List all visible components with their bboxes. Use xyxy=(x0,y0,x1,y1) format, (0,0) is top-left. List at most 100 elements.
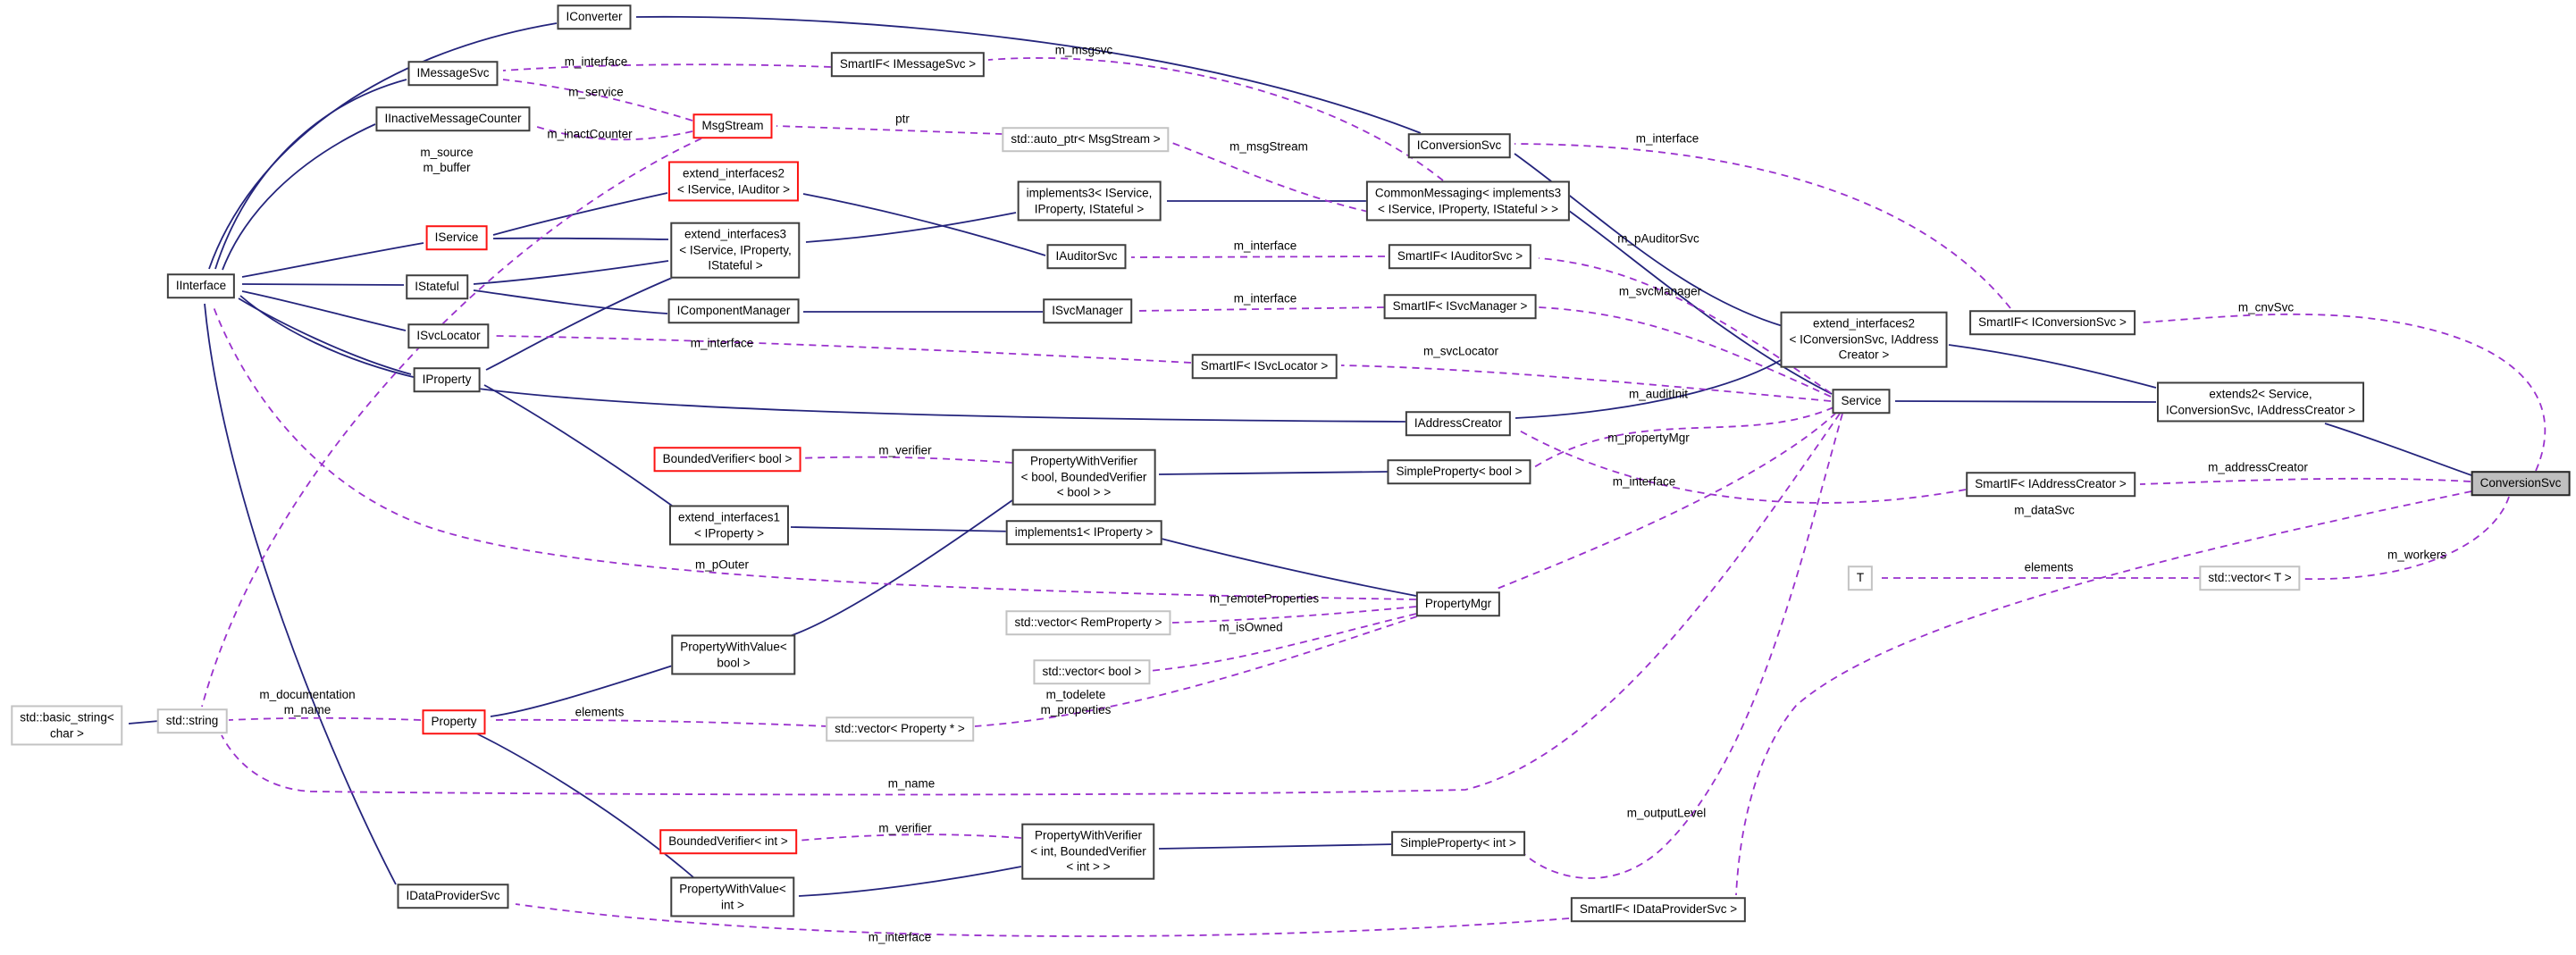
edge-ConversionSvc-SmartIFIAddressCreator xyxy=(2139,477,2471,485)
edge-ConversionSvc-extends2 xyxy=(2324,423,2472,476)
edge-implements3-extendinterfaces3 xyxy=(805,212,1017,243)
node-PropertyWithVerifier-int[interactable]: PropertyWithVerifier < int, BoundedVerif… xyxy=(1021,823,1155,880)
edge-autoptr-MsgStream xyxy=(776,125,1003,135)
edge-PropertyMgr-vectorBool xyxy=(1148,613,1417,672)
edge-label-m-pOuter: m_pOuter xyxy=(694,557,750,572)
edge-ISvcLocator-IInterface xyxy=(241,290,407,331)
edge-label-m-dataSvc: m_dataSvc xyxy=(2014,503,2075,517)
node-IConverter[interactable]: IConverter xyxy=(557,4,632,29)
edge-Service-PropertyMgr xyxy=(1494,412,1837,591)
node-IConversionSvc[interactable]: IConversionSvc xyxy=(1407,133,1511,158)
edge-label-m-cnvSvc: m_cnvSvc xyxy=(2237,300,2295,314)
node-extend-interfaces2-IConversionSvc-IAddressCreator[interactable]: extend_interfaces2 < IConversionSvc, IAd… xyxy=(1780,311,1948,368)
node-BoundedVerifier-bool[interactable]: BoundedVerifier< bool > xyxy=(653,447,801,472)
edge-PropertyMgr-IInterface xyxy=(212,304,1417,600)
edge-stdstring-basicstring xyxy=(128,720,160,725)
edge-label-m-outputLevel: m_outputLevel xyxy=(1626,806,1707,820)
node-ISvcLocator[interactable]: ISvcLocator xyxy=(407,323,490,348)
edge-IAddressCreator-IInterface xyxy=(239,295,1406,423)
node-extends2[interactable]: extends2< Service, IConversionSvc, IAddr… xyxy=(2157,381,2364,423)
edge-IProperty-IInterface xyxy=(238,297,412,375)
node-SmartIF-ISvcLocator[interactable]: SmartIF< ISvcLocator > xyxy=(1191,354,1338,379)
edge-label-m-propertyMgr: m_propertyMgr xyxy=(1607,431,1690,445)
node-IAuditorSvc[interactable]: IAuditorSvc xyxy=(1046,244,1127,269)
node-SmartIF-IMessageSvc[interactable]: SmartIF< IMessageSvc > xyxy=(830,52,986,77)
edge-label-m-interface-imessagesvc: m_interface xyxy=(564,54,628,69)
edge-label-m-auditInit: m_auditInit xyxy=(1628,387,1689,401)
node-PropertyWithValue-int[interactable]: PropertyWithValue< int > xyxy=(670,876,795,917)
edge-vectorPropertyPtr-Property xyxy=(490,718,829,727)
node-PropertyWithValue-bool[interactable]: PropertyWithValue< bool > xyxy=(671,634,796,675)
node-Property[interactable]: Property xyxy=(422,709,486,734)
edge-SmartIFISvcManager-ISvcManager xyxy=(1135,306,1385,312)
node-IAddressCreator[interactable]: IAddressCreator xyxy=(1405,411,1512,436)
node-CommonMessaging[interactable]: CommonMessaging< implements3 < IService,… xyxy=(1365,180,1571,222)
node-MsgStream[interactable]: MsgStream xyxy=(692,113,773,138)
node-std-auto-ptr-MsgStream[interactable]: std::auto_ptr< MsgStream > xyxy=(1002,127,1170,152)
edge-label-m-verifier-bool: m_verifier xyxy=(878,443,932,457)
node-IService[interactable]: IService xyxy=(425,225,488,250)
edge-extendinterfaces2CA-IConversionSvc xyxy=(1514,153,1783,327)
node-IInactiveMessageCounter[interactable]: IInactiveMessageCounter xyxy=(375,106,531,131)
edge-ConversionSvc-SmartIFIDataProviderSvc xyxy=(1735,490,2472,896)
node-IStateful[interactable]: IStateful xyxy=(406,274,468,299)
node-IComponentManager[interactable]: IComponentManager xyxy=(667,298,800,323)
edge-Service-SmartIFISvcManager xyxy=(1538,306,1832,398)
node-std-vector-RemProperty[interactable]: std::vector< RemProperty > xyxy=(1005,610,1171,635)
node-SmartIF-IDataProviderSvc[interactable]: SmartIF< IDataProviderSvc > xyxy=(1570,897,1747,922)
edge-label-m-todelete-m-properties: m_todelete m_properties xyxy=(1040,688,1112,716)
node-SmartIF-IConversionSvc[interactable]: SmartIF< IConversionSvc > xyxy=(1969,310,2135,335)
edge-PropertyMgr-implements1 xyxy=(1154,536,1417,597)
edge-ConversionSvc-SmartIFIConversionSvc xyxy=(2141,313,2547,472)
edge-label-m-name: m_name xyxy=(887,776,936,791)
node-extend-interfaces1-IProperty[interactable]: extend_interfaces1 < IProperty > xyxy=(668,505,790,546)
node-SmartIF-ISvcManager[interactable]: SmartIF< ISvcManager > xyxy=(1383,294,1537,319)
edge-IStateful-IInterface xyxy=(241,283,405,286)
edge-PropertyWithValueInt-Property xyxy=(475,733,694,878)
edge-SimplePropertyInt-PropertyWithVerifierInt xyxy=(1158,843,1397,850)
edge-label-m-verifier-int: m_verifier xyxy=(878,821,932,835)
node-SimpleProperty-int[interactable]: SimpleProperty< int > xyxy=(1391,831,1525,856)
node-SmartIF-IAddressCreator[interactable]: SmartIF< IAddressCreator > xyxy=(1966,472,2135,497)
node-SmartIF-IAuditorSvc[interactable]: SmartIF< IAuditorSvc > xyxy=(1388,244,1532,269)
edge-SmartIFIMessageSvc-IMessageSvc xyxy=(502,63,832,71)
node-std-vector-T[interactable]: std::vector< T > xyxy=(2199,565,2301,591)
node-T[interactable]: T xyxy=(1847,565,1874,591)
node-SimpleProperty-bool[interactable]: SimpleProperty< bool > xyxy=(1387,459,1531,484)
edge-label-m-remoteProperties: m_remoteProperties xyxy=(1209,591,1320,606)
edge-label-m-svcManager: m_svcManager xyxy=(1618,284,1702,298)
node-std-vector-Property-ptr[interactable]: std::vector< Property * > xyxy=(826,716,974,741)
node-IMessageSvc[interactable]: IMessageSvc xyxy=(407,61,499,86)
edge-IComponentManager-IStateful xyxy=(473,289,668,314)
edge-label-m-documentation-m-name: m_documentation m_name xyxy=(259,688,356,716)
node-ISvcManager[interactable]: ISvcManager xyxy=(1043,298,1132,323)
node-PropertyMgr[interactable]: PropertyMgr xyxy=(1415,591,1501,616)
node-std-vector-bool[interactable]: std::vector< bool > xyxy=(1033,659,1151,684)
node-std-string[interactable]: std::string xyxy=(156,708,228,733)
edge-IMessageSvc-IInterface xyxy=(214,79,407,270)
edge-PropertyWithVerifierInt-BoundedVerifierInt xyxy=(796,834,1022,842)
edge-label-m-service: m_service xyxy=(568,85,624,99)
node-implements1-IProperty[interactable]: implements1< IProperty > xyxy=(1005,520,1162,545)
edge-label-m-interface-idataprovidersvc: m_interface xyxy=(868,930,932,944)
node-extend-interfaces2-IService-IAuditor[interactable]: extend_interfaces2 < IService, IAuditor … xyxy=(667,161,800,202)
node-extend-interfaces3[interactable]: extend_interfaces3 < IService, IProperty… xyxy=(670,222,801,279)
edge-extendinterfaces2IA-IService xyxy=(492,192,668,236)
edge-label-m-interface-isvcmanager: m_interface xyxy=(1233,291,1297,306)
node-std-basic-string-char[interactable]: std::basic_string< char > xyxy=(11,705,123,746)
node-BoundedVerifier-int[interactable]: BoundedVerifier< int > xyxy=(659,829,797,854)
node-IDataProviderSvc[interactable]: IDataProviderSvc xyxy=(397,884,509,909)
node-PropertyWithVerifier-bool[interactable]: PropertyWithVerifier < bool, BoundedVeri… xyxy=(1011,448,1156,506)
node-IProperty[interactable]: IProperty xyxy=(413,367,481,392)
edge-Service-SimplePropertyBool xyxy=(1533,406,1834,468)
edge-Service-stdstring-mname xyxy=(221,413,1841,796)
node-Service[interactable]: Service xyxy=(1832,389,1891,414)
node-ConversionSvc[interactable]: ConversionSvc xyxy=(2471,471,2571,496)
node-implements3[interactable]: implements3< IService, IProperty, IState… xyxy=(1017,180,1162,222)
edge-PropertyWithVerifierInt-PropertyWithValueInt xyxy=(798,866,1022,897)
edge-label-m-addressCreator: m_addressCreator xyxy=(2208,460,2308,474)
edge-label-m-svcLocator: m_svcLocator xyxy=(1422,344,1499,358)
edge-SimplePropertyBool-PropertyWithVerifierBool xyxy=(1158,471,1389,475)
node-IInterface[interactable]: IInterface xyxy=(166,273,236,298)
edge-PropertyMgr-vectorRemProperty xyxy=(1171,606,1417,624)
